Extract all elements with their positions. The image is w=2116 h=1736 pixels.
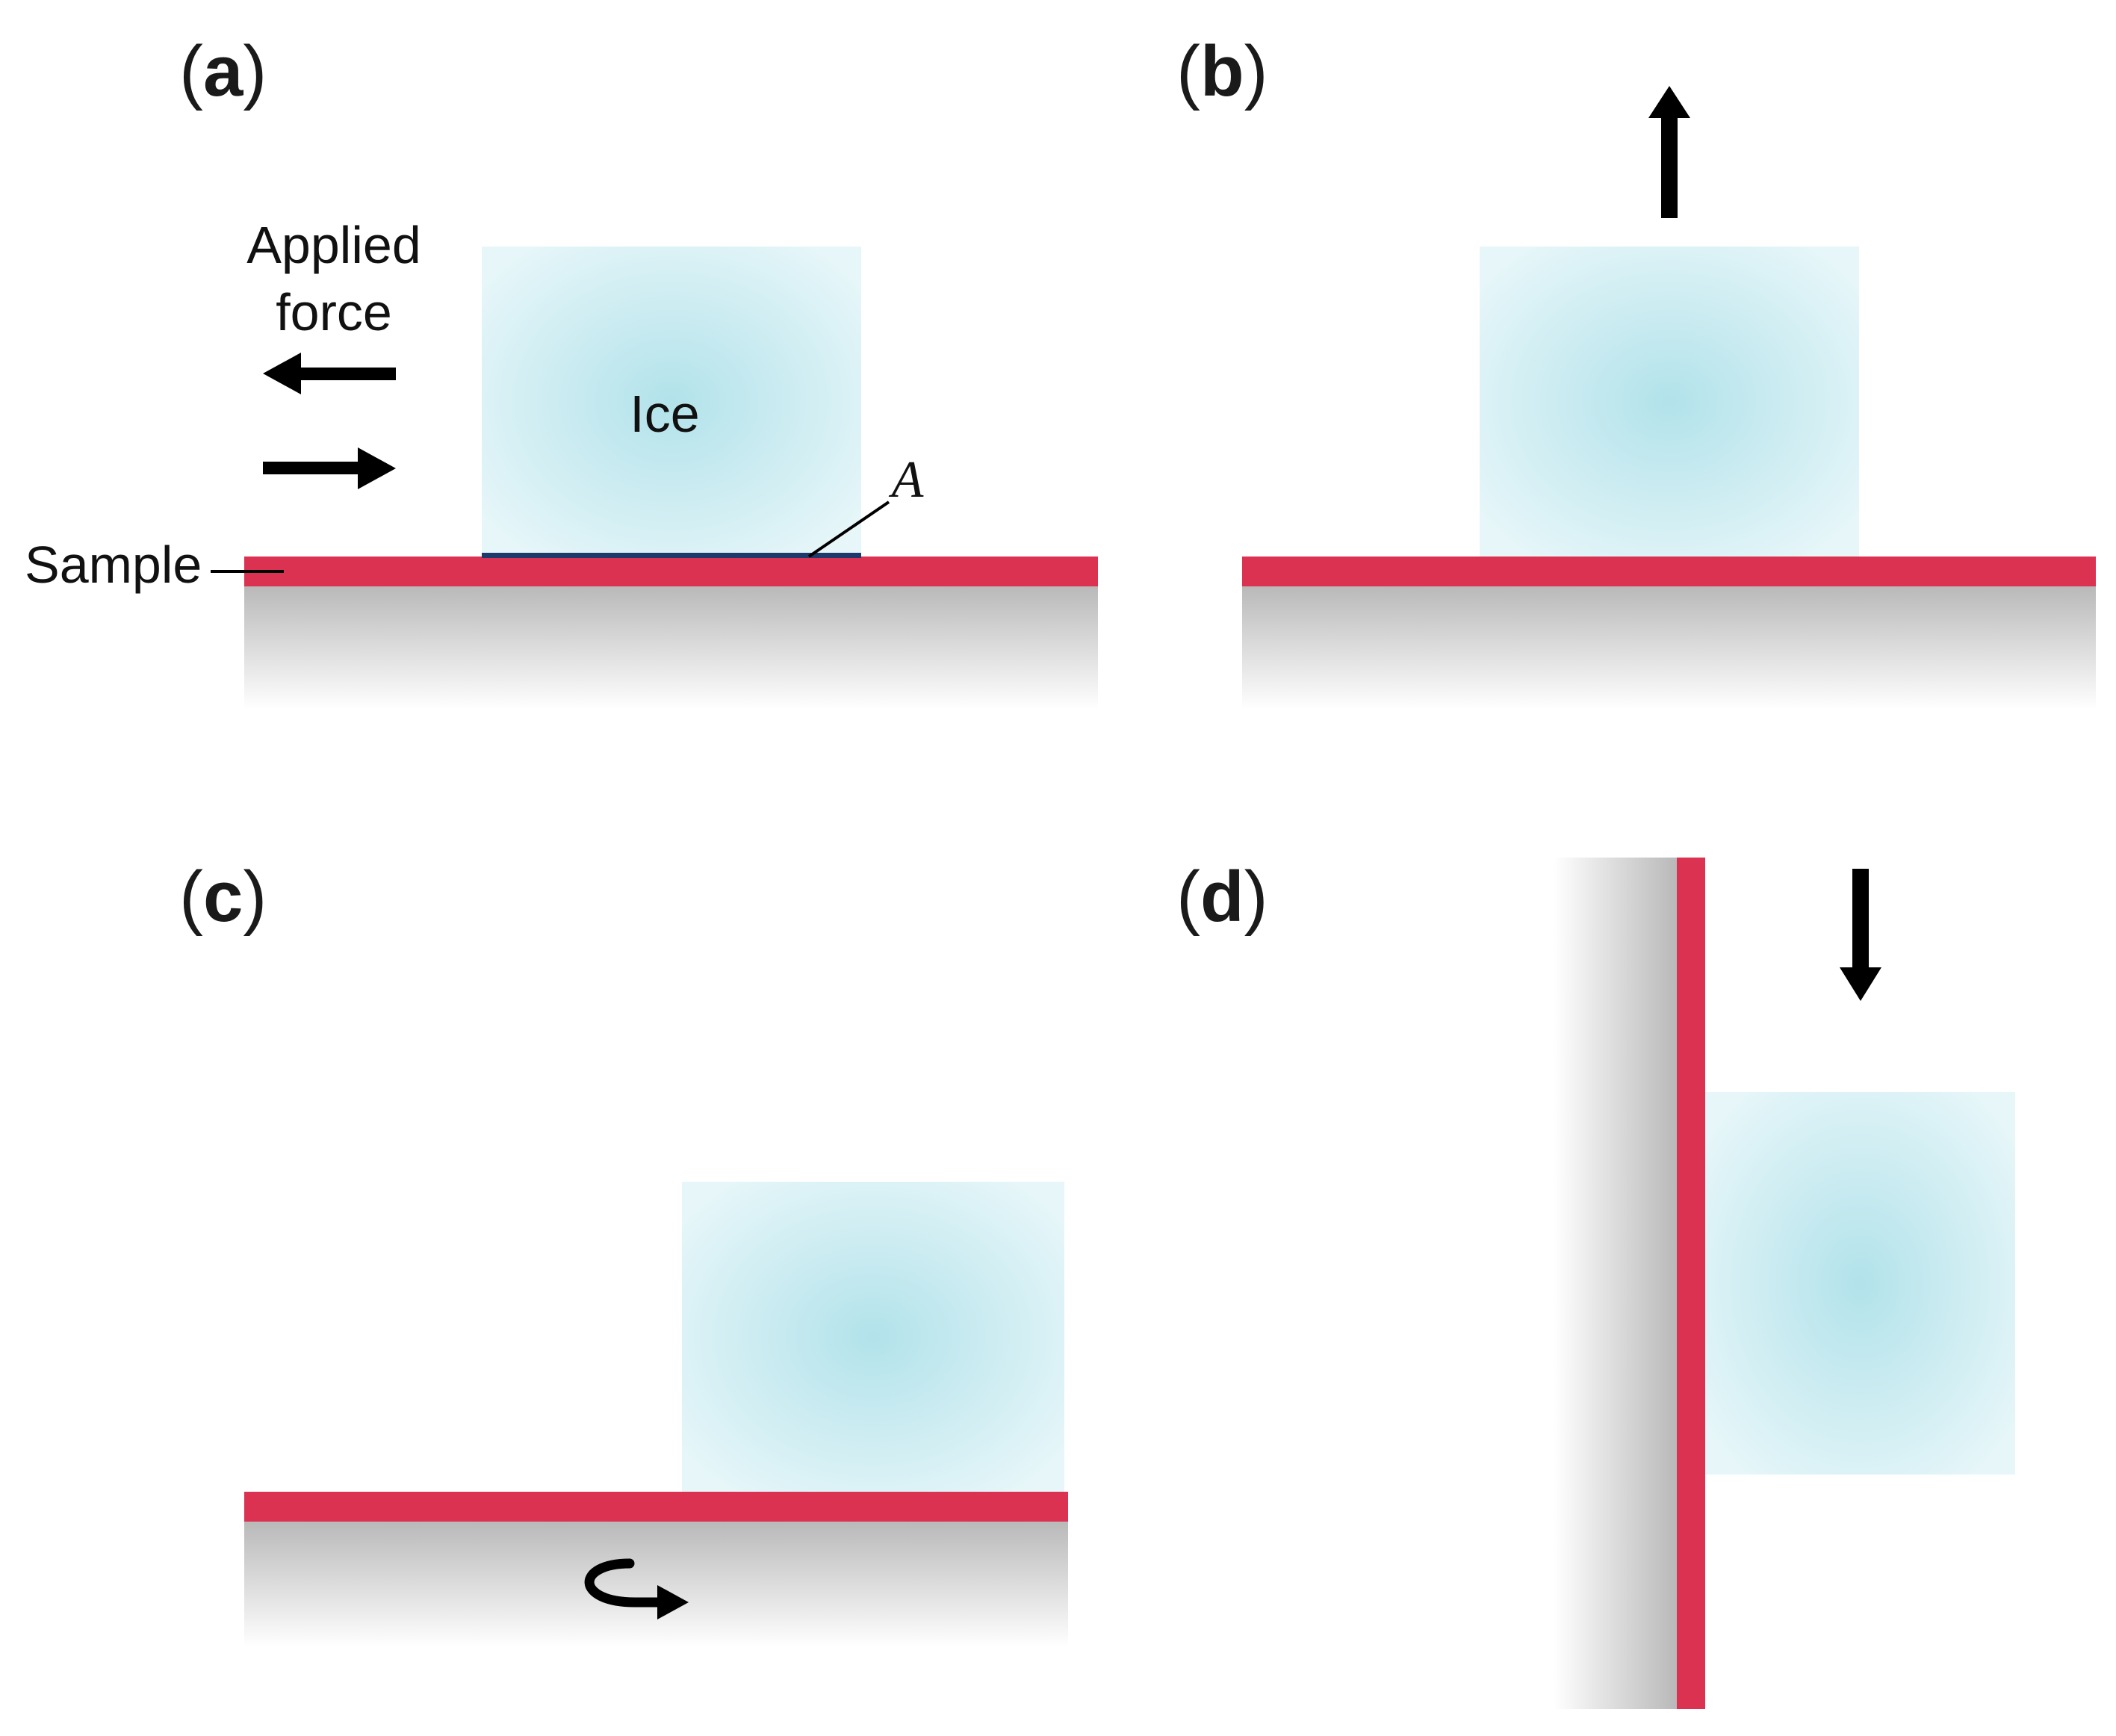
panel-b-label: (b) (1176, 31, 1268, 111)
applied-force-label-line1: Applied (246, 216, 421, 274)
applied-force-label-line2: force (276, 283, 392, 341)
ice-label: Ice (630, 385, 699, 443)
panel-d-label: (d) (1176, 857, 1268, 937)
ice-block-a (482, 247, 861, 557)
sample-layer-b (1242, 557, 2096, 586)
panel-c: (c) (179, 857, 1068, 1647)
substrate-a (244, 586, 1098, 710)
arrow-up-icon (1648, 86, 1690, 218)
ice-block-d (1705, 1092, 2015, 1475)
panel-a: (a) Ice A Applied force Sample (25, 31, 1098, 710)
arrow-right-icon (263, 447, 396, 489)
arrow-left-icon (263, 353, 396, 394)
panel-c-label: (c) (179, 857, 267, 937)
ice-block-b (1480, 247, 1859, 557)
substrate-b (1242, 586, 2096, 710)
ice-block-c (682, 1182, 1064, 1492)
substrate-c (244, 1522, 1068, 1647)
area-label: A (889, 451, 924, 509)
sample-layer-d (1677, 858, 1705, 1709)
sample-layer-a (244, 557, 1098, 586)
substrate-d (1554, 858, 1677, 1709)
panel-d: (d) (1176, 857, 2015, 1709)
sample-layer-c (244, 1492, 1068, 1522)
sample-label: Sample (25, 536, 202, 594)
contact-area-line (482, 553, 861, 558)
panel-a-label: (a) (179, 31, 267, 111)
rotation-arrow-icon (584, 1558, 689, 1619)
panel-b: (b) (1176, 31, 2096, 710)
area-leader-line (807, 500, 890, 558)
arrow-down-icon (1840, 869, 1881, 1001)
